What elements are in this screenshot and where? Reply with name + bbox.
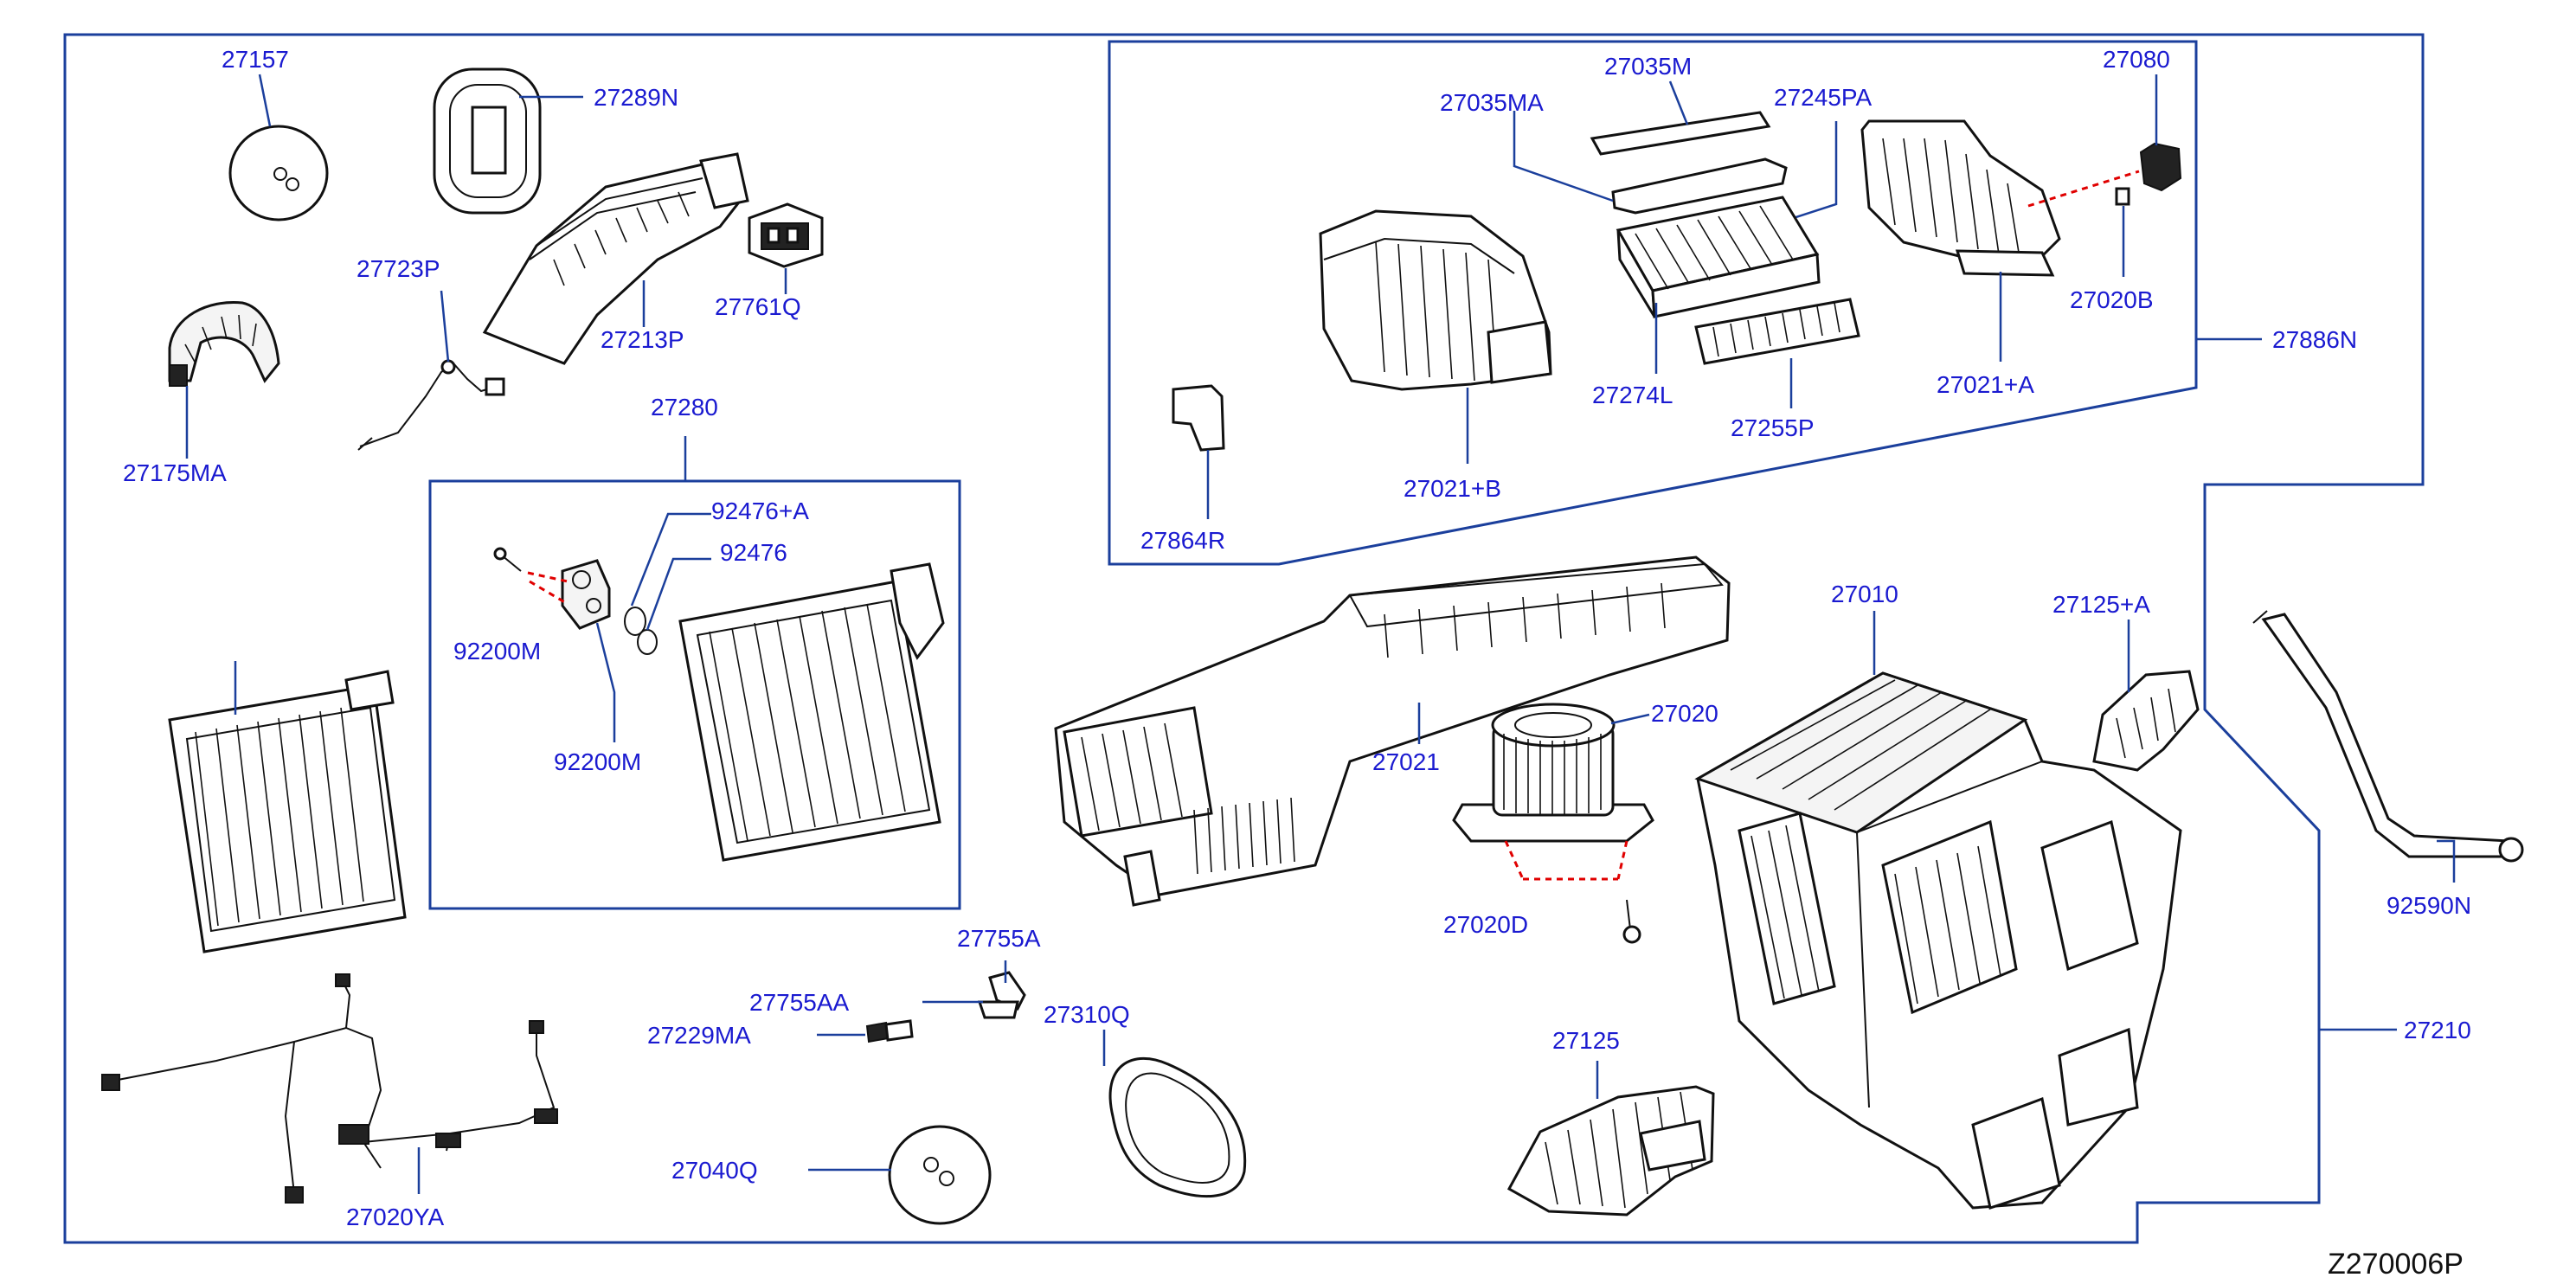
part-27723P-sensor bbox=[357, 359, 505, 451]
part-27761Q-switch bbox=[748, 202, 824, 268]
assembly-frame-27210 bbox=[63, 33, 2425, 1244]
label-27886N: 27886N bbox=[2272, 326, 2357, 353]
label-27213P: 27213P bbox=[601, 326, 684, 353]
part-27020YA-harness bbox=[101, 973, 558, 1204]
part-27310Q-seal bbox=[1108, 1056, 1247, 1198]
leader-92476A bbox=[630, 512, 711, 607]
label-92476A: 92476+A bbox=[711, 498, 809, 524]
part-27020B-clip bbox=[2115, 187, 2130, 206]
label-27229MA: 27229MA bbox=[647, 1022, 751, 1049]
part-27255P-grille bbox=[1694, 298, 1860, 365]
part-27021-upper-housing bbox=[1054, 555, 1731, 907]
label-27157: 27157 bbox=[222, 46, 289, 73]
label-27864R: 27864R bbox=[1140, 527, 1225, 554]
label-92200M: 92200M bbox=[554, 748, 641, 775]
part-27125A-duct bbox=[2092, 670, 2200, 772]
subassembly-frame-27280 bbox=[428, 479, 961, 910]
part-27229MA-screw bbox=[865, 1019, 914, 1043]
label-27021: 27021 bbox=[1372, 748, 1440, 775]
label-27310Q: 27310Q bbox=[1044, 1001, 1130, 1028]
leader-92476 bbox=[646, 557, 711, 631]
part-27125-duct bbox=[1506, 1085, 1715, 1217]
label-27210: 27210 bbox=[2404, 1017, 2471, 1043]
label-27021B: 27021+B bbox=[1404, 475, 1501, 502]
label-27280: 27280 bbox=[651, 394, 718, 421]
leader-27035M bbox=[1668, 80, 1689, 125]
part-27755A-clip bbox=[977, 971, 1026, 1019]
part-heater-core bbox=[168, 670, 407, 953]
part-27213P-duct bbox=[482, 152, 749, 365]
part-27021B-housing bbox=[1319, 209, 1552, 391]
part-expansion-valve bbox=[493, 547, 611, 630]
label-valve-bolt: 92200M bbox=[453, 638, 541, 664]
label-27040Q: 27040Q bbox=[671, 1157, 758, 1184]
label-27125: 27125 bbox=[1552, 1027, 1620, 1054]
label-27035MA: 27035MA bbox=[1440, 89, 1544, 116]
label-27755A: 27755A bbox=[957, 925, 1041, 952]
label-27035M: 27035M bbox=[1604, 53, 1692, 80]
leader-27157 bbox=[258, 74, 272, 127]
label-27021A: 27021+A bbox=[1937, 371, 2034, 398]
label-27020D: 27020D bbox=[1443, 911, 1528, 938]
part-27010-hvac-unit bbox=[1694, 671, 2182, 1210]
label-27080: 27080 bbox=[2103, 46, 2170, 73]
label-27010: 27010 bbox=[1831, 581, 1898, 607]
part-27040Q-cap bbox=[888, 1125, 992, 1225]
label-27175MA: 27175MA bbox=[123, 459, 227, 486]
part-27157-cap bbox=[228, 125, 329, 221]
part-92590N-drain-hose bbox=[2252, 610, 2524, 863]
label-27020B: 27020B bbox=[2070, 286, 2154, 313]
part-27021A-intake bbox=[1860, 119, 2061, 277]
part-27020-blower-motor bbox=[1452, 703, 1654, 944]
label-27274L: 27274L bbox=[1592, 382, 1673, 408]
part-27864R-bracket bbox=[1172, 384, 1225, 452]
leader-92200M bbox=[595, 622, 616, 742]
part-27035MA-cover bbox=[1611, 157, 1788, 215]
label-27755AA: 27755AA bbox=[749, 989, 850, 1016]
label-92476: 92476 bbox=[720, 539, 787, 566]
label-27289N: 27289N bbox=[594, 84, 678, 111]
diagram-code: Z270006P bbox=[2328, 1248, 2464, 1281]
part-27035M-strip bbox=[1590, 111, 1771, 156]
leader-27020 bbox=[1610, 713, 1650, 725]
part-27289N-grommet bbox=[433, 67, 542, 215]
label-27245PA: 27245PA bbox=[1774, 84, 1872, 111]
label-27020: 27020 bbox=[1651, 700, 1718, 727]
part-27175MA-actuator bbox=[168, 300, 280, 387]
part-27274L-filter bbox=[1616, 196, 1821, 318]
label-27255P: 27255P bbox=[1731, 414, 1815, 441]
leader-27035MA bbox=[1513, 111, 1614, 202]
label-27020YA: 27020YA bbox=[346, 1204, 444, 1230]
part-evaporator bbox=[678, 562, 945, 862]
leader-92590N bbox=[2437, 839, 2456, 883]
label-92590N: 92590N bbox=[2386, 892, 2471, 919]
leader-27723P bbox=[440, 290, 450, 363]
subassembly-frame-27886N bbox=[1108, 40, 2198, 566]
label-27723P: 27723P bbox=[357, 255, 440, 282]
label-27125A: 27125+A bbox=[2052, 591, 2150, 618]
leader-27245PA bbox=[1776, 121, 1838, 225]
label-27761Q: 27761Q bbox=[715, 293, 801, 320]
part-27080-actuator bbox=[2027, 142, 2182, 208]
